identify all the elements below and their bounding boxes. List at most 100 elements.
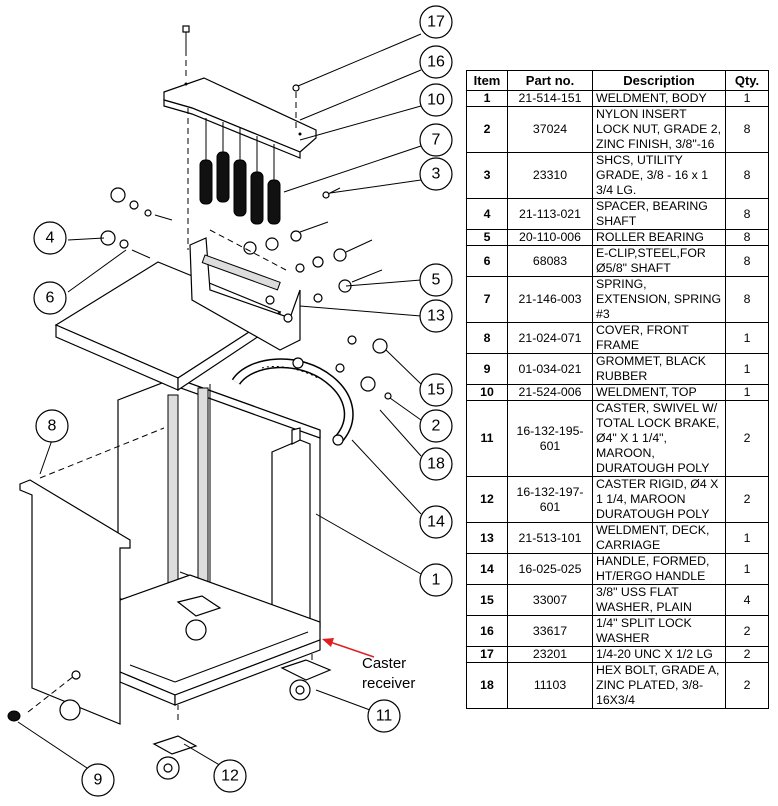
bom-header-row: Item Part no. Description Qty.	[466, 70, 769, 91]
bom-qty: 2	[725, 476, 769, 523]
callout-1: 1	[419, 563, 453, 597]
bom-qty: 8	[725, 245, 769, 277]
bom-item: 8	[466, 322, 508, 354]
callout-number: 7	[432, 132, 441, 149]
note-caster: Caster	[362, 655, 406, 672]
bom-part-no: 33617	[507, 615, 593, 647]
bom-item: 18	[466, 662, 508, 709]
callout-4: 4	[33, 221, 67, 255]
callout-17: 17	[419, 5, 453, 39]
callout-circle	[419, 45, 453, 79]
callout-13: 13	[419, 299, 453, 333]
bom-description: COVER, FRONT FRAME	[592, 322, 726, 354]
bom-qty: 1	[725, 322, 769, 354]
callout-circle	[419, 505, 453, 539]
exploded-assembly-drawing: Caster receiver 171610734651315281814111…	[7, 5, 453, 797]
bom-description: HANDLE, FORMED, HT/ERGO HANDLE	[592, 553, 726, 585]
bom-part-no: 23310	[507, 152, 593, 199]
bom-item: 3	[466, 152, 508, 199]
bom-description: SPACER, BEARING SHAFT	[592, 198, 726, 230]
callout-circle	[419, 83, 453, 117]
bom-item: 10	[466, 384, 508, 401]
callout-6: 6	[33, 281, 67, 315]
callout-number: 15	[427, 382, 445, 399]
bom-item: 15	[466, 584, 508, 616]
header-description: Description	[592, 70, 726, 91]
bom-description: WELDMENT, DECK, CARRIAGE	[592, 522, 726, 554]
bom-item: 11	[466, 400, 508, 477]
bom-item: 6	[466, 245, 508, 277]
bom-item: 13	[466, 522, 508, 554]
callout-12: 12	[213, 759, 247, 793]
leader-lines	[17, 33, 422, 775]
bom-description: SPRING, EXTENSION, SPRING #3	[592, 276, 726, 323]
front-cover	[19, 479, 131, 725]
bom-part-no: 01-034-021	[507, 353, 593, 385]
callout-number: 1	[432, 572, 441, 589]
callout-circle	[419, 409, 453, 443]
bom-item: 17	[466, 646, 508, 663]
top-bolts	[182, 25, 300, 92]
callout-circle	[419, 563, 453, 597]
header-item: Item	[466, 70, 508, 91]
callout-circle	[419, 299, 453, 333]
callout-8: 8	[35, 409, 69, 443]
bearing-hardware	[100, 187, 392, 400]
bom-part-no: 16-025-025	[507, 553, 593, 585]
callout-number: 5	[432, 272, 441, 289]
bom-description: NYLON INSERT LOCK NUT, GRADE 2, ZINC FIN…	[592, 106, 726, 153]
callout-circle	[419, 263, 453, 297]
callout-18: 18	[419, 447, 453, 481]
rigid-caster-rear	[59, 699, 81, 721]
callout-circle	[419, 373, 453, 407]
callout-number: 17	[427, 14, 445, 31]
callout-circle	[81, 763, 115, 797]
bom-part-no: 68083	[507, 245, 593, 277]
springs	[199, 118, 281, 225]
bom-part-no: 11103	[507, 662, 593, 709]
bom-description: E-CLIP,STEEL,FOR Ø5/8" SHAFT	[592, 245, 726, 277]
bom-item: 5	[466, 229, 508, 246]
bom-qty: 8	[725, 198, 769, 230]
callout-number: 6	[46, 290, 55, 307]
callout-circle	[419, 5, 453, 39]
bom-part-no: 21-513-101	[507, 522, 593, 554]
callout-number: 10	[427, 92, 445, 109]
swivel-caster-left	[176, 595, 222, 641]
bom-description: SHCS, UTILITY GRADE, 3/8 - 16 x 1 3/4 LG…	[592, 152, 726, 199]
callout-circle	[419, 123, 453, 157]
header-qty: Qty.	[725, 70, 769, 91]
callout-16: 16	[419, 45, 453, 79]
bom-description: ROLLER BEARING	[592, 229, 726, 246]
callout-circle	[419, 447, 453, 481]
bom-qty: 1	[725, 553, 769, 585]
callout-number: 11	[376, 708, 393, 725]
bom-qty: 1	[725, 90, 769, 107]
callout-number: 16	[427, 54, 445, 71]
bom-qty: 2	[725, 646, 769, 663]
bom-part-no: 21-113-021	[507, 198, 593, 230]
bom-part-no: 37024	[507, 106, 593, 153]
bom-description: GROMMET, BLACK RUBBER	[592, 353, 726, 385]
assembly-lines	[27, 60, 313, 720]
body-weldment	[117, 377, 321, 653]
caster-receiver-note: Caster receiver	[322, 638, 415, 692]
callout-11: 11	[367, 699, 401, 733]
header-part-no: Part no.	[507, 70, 593, 91]
callout-circle	[367, 699, 401, 733]
callout-number: 2	[432, 418, 441, 435]
callout-number: 3	[432, 166, 441, 183]
bom-item: 14	[466, 553, 508, 585]
bom-qty: 1	[725, 522, 769, 554]
bom-qty: 8	[725, 229, 769, 246]
